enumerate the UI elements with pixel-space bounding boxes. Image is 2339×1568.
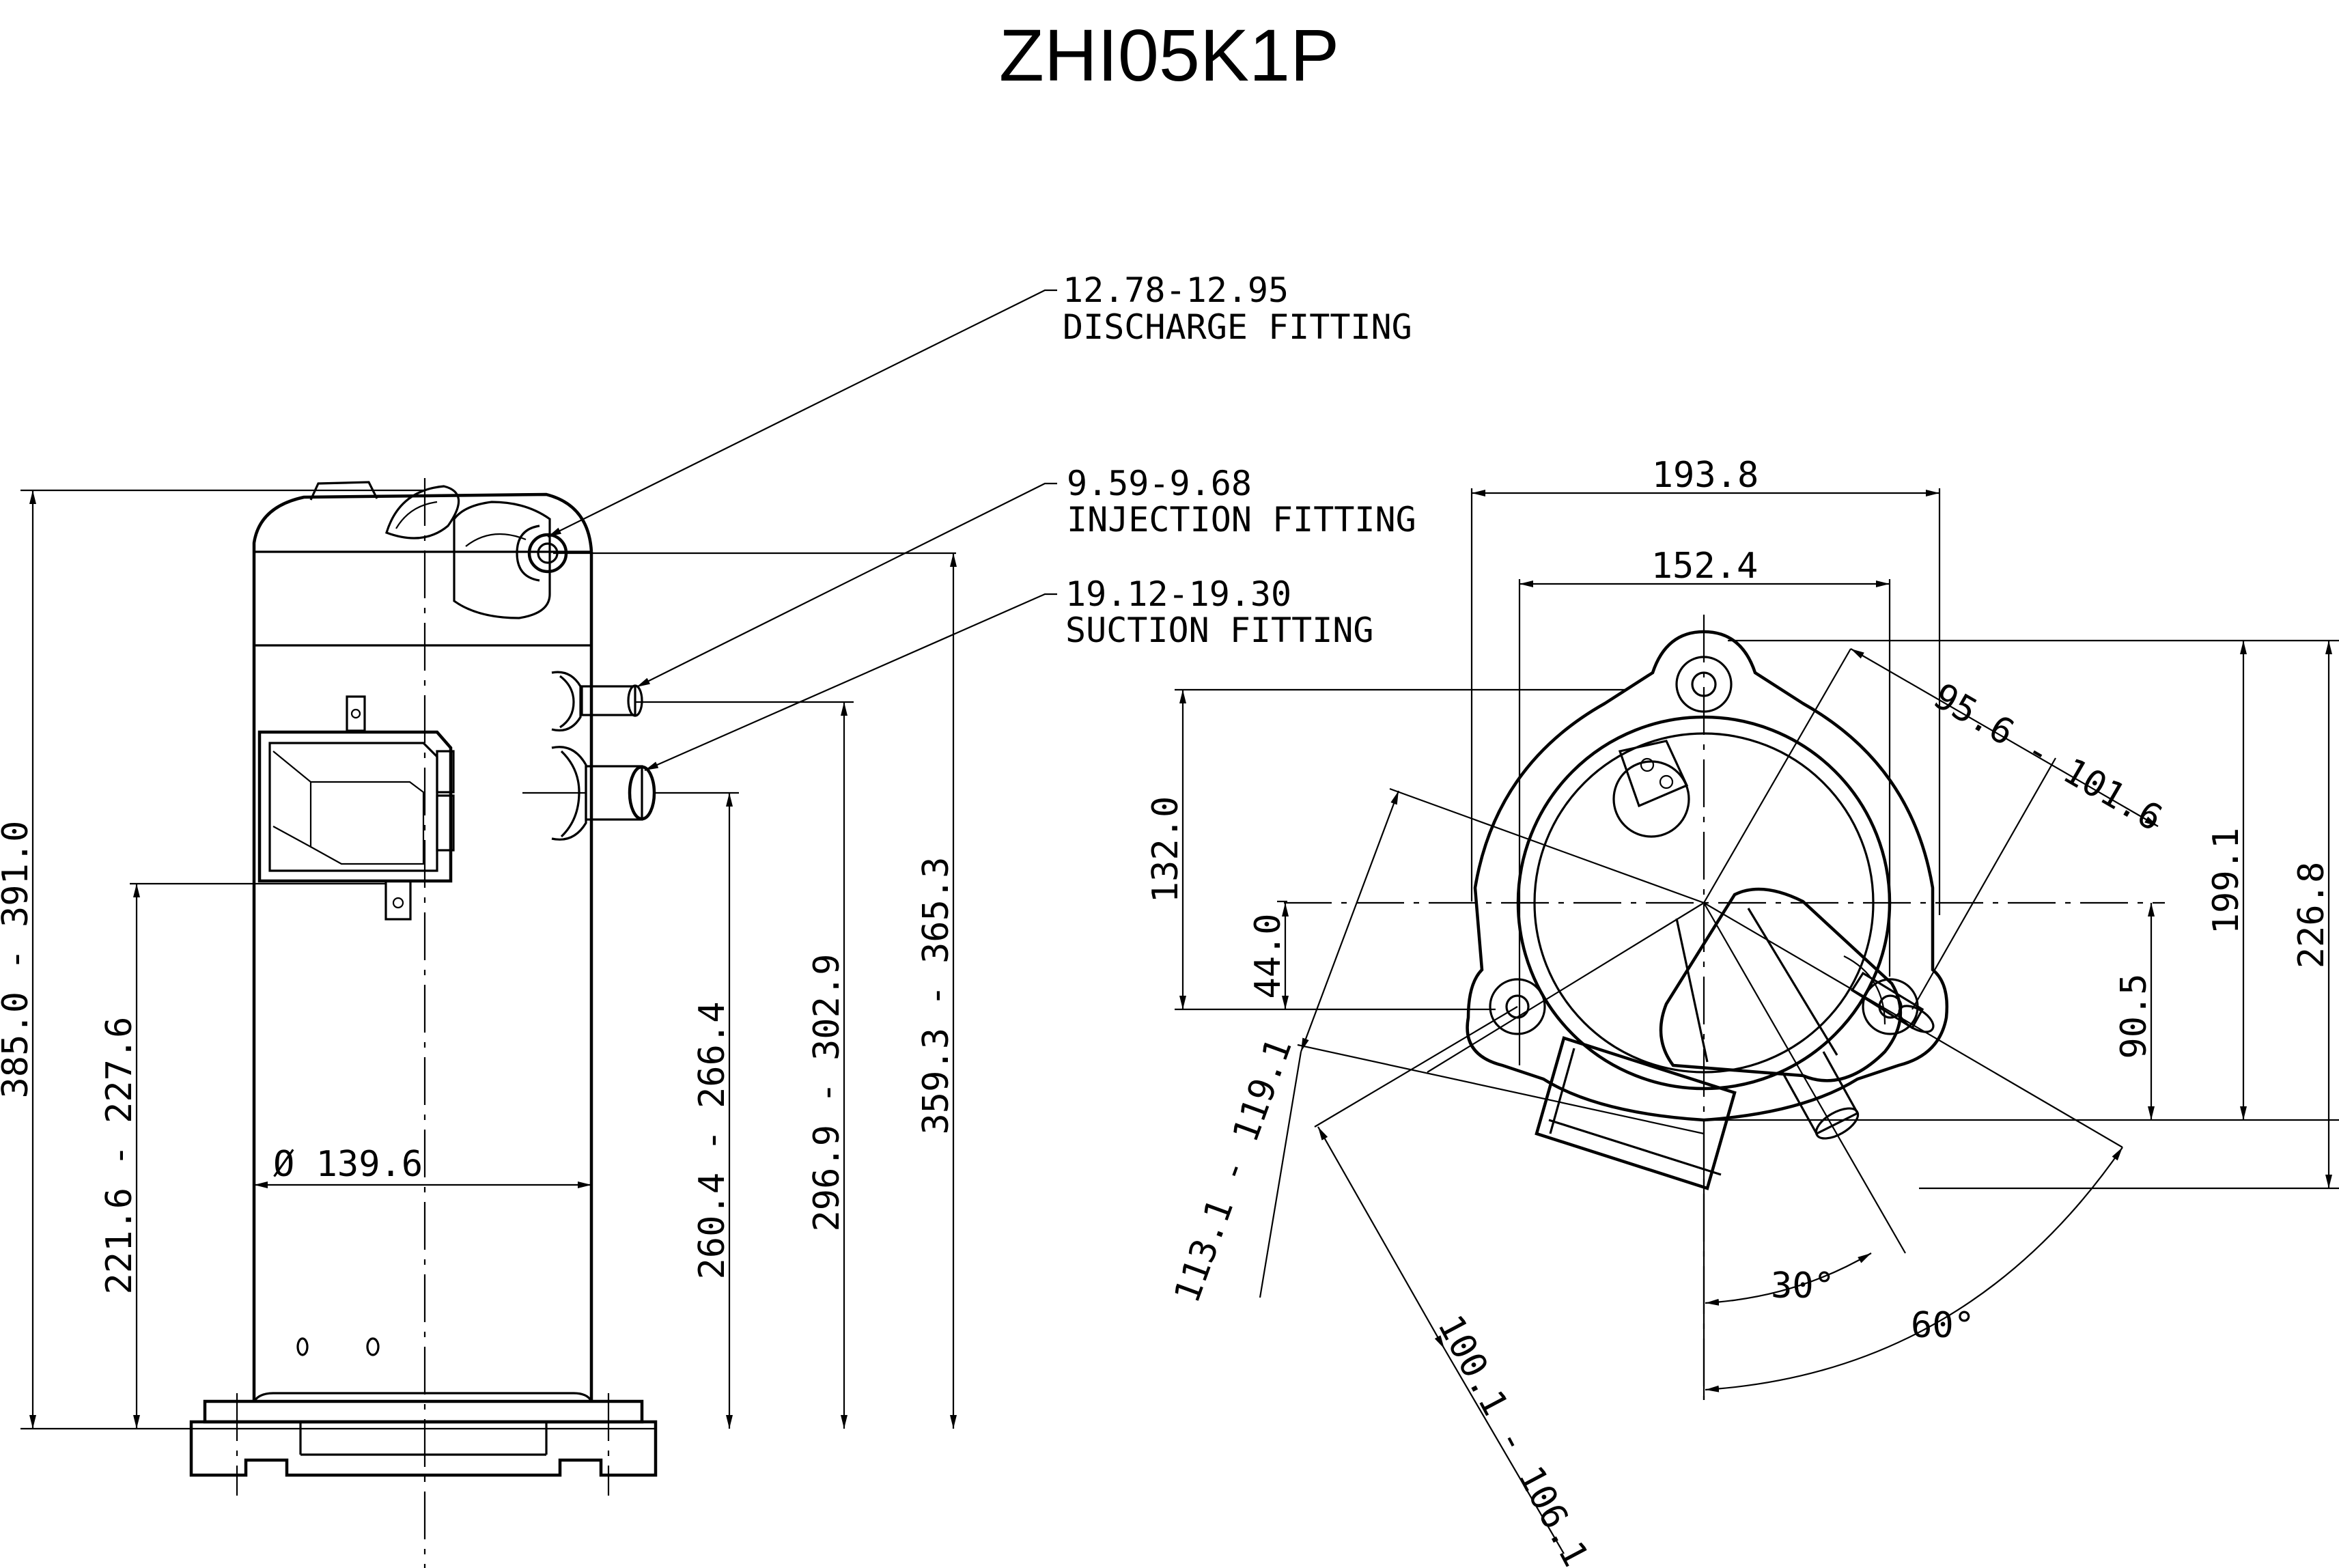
dim-diag-left: 113.1 - 119.1 xyxy=(1166,1033,1300,1308)
shell-plan xyxy=(1466,630,1948,1122)
suction-fitting-side xyxy=(522,746,656,841)
dim-width-inner: 152.4 xyxy=(1651,546,1759,587)
injection-leader xyxy=(636,482,1057,688)
dim-diameter: Ø 139.6 xyxy=(273,1144,423,1185)
discharge-label: DISCHARGE FITTING xyxy=(1063,307,1412,347)
dim-line-diag-bottom xyxy=(1317,1126,1445,1349)
injection-fitting-side xyxy=(551,671,643,732)
angle-ray-60 xyxy=(1703,902,2123,1148)
angle-arc-60 xyxy=(1705,1147,2123,1392)
dim-depth-226: 226.8 xyxy=(2291,862,2332,969)
injection-size: 9.59-9.68 xyxy=(1067,464,1252,503)
dim-injection-height: 296.9 - 302.9 xyxy=(807,954,848,1232)
angle-30: 30° xyxy=(1771,1265,1835,1306)
dim-diag-suction: 95.6 - 101.6 xyxy=(1927,675,2169,839)
suction-leader xyxy=(644,593,1057,772)
dim-line-diag-left xyxy=(1300,790,1400,1052)
angle-60: 60° xyxy=(1911,1305,1975,1346)
dim-diag-bottom: 100.1 - 106.1 xyxy=(1429,1308,1596,1568)
discharge-leader xyxy=(547,289,1057,537)
terminal-box xyxy=(257,695,455,921)
dim-line-diag-suction xyxy=(1850,648,2159,827)
dim-width-outer: 193.8 xyxy=(1652,455,1759,496)
drawing-title: ZHI05K1P xyxy=(999,14,1339,96)
dim-suction-height: 260.4 - 266.4 xyxy=(692,1002,733,1280)
dim-discharge-height: 359.3 - 365.3 xyxy=(916,857,957,1135)
dim-depth-199: 199.1 xyxy=(2206,828,2247,935)
suction-label: SUCTION FITTING xyxy=(1065,611,1374,650)
discharge-size: 12.78-12.95 xyxy=(1063,270,1289,310)
injection-label: INJECTION FITTING xyxy=(1067,500,1416,540)
dim-offset-top: 132.0 xyxy=(1145,796,1186,904)
dim-overall-height: 385.0 - 391.0 xyxy=(0,821,36,1099)
fitting-callouts: 12.78-12.95 DISCHARGE FITTING 9.59-9.68 … xyxy=(547,270,1416,772)
dim-offset-small: 44.0 xyxy=(1248,913,1289,998)
dim-depth-90: 90.5 xyxy=(2114,973,2155,1059)
compressor-shell xyxy=(252,481,593,1401)
suction-size: 19.12-19.30 xyxy=(1065,574,1291,614)
mounting-base xyxy=(189,1392,658,1496)
discharge-boss-plan xyxy=(1659,887,1935,1140)
side-view: 385.0 - 391.0 221.6 - 227.6 260.4 - 266.… xyxy=(0,478,957,1568)
angle-ray-30 xyxy=(1703,902,1906,1254)
dim-box-height: 221.6 - 227.6 xyxy=(99,1017,140,1295)
